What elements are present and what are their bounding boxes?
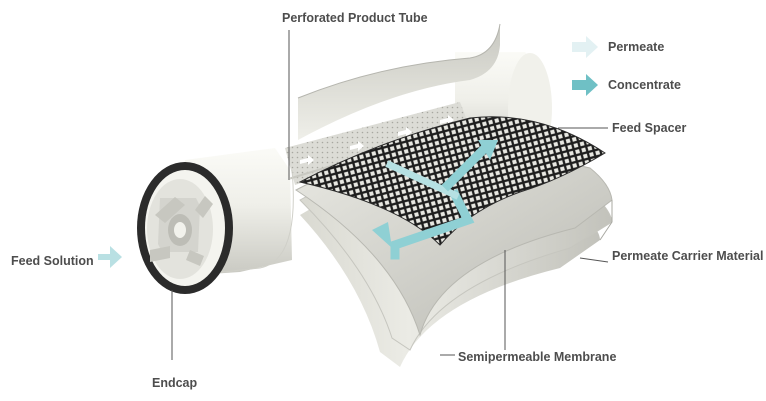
- endcap: [137, 162, 233, 294]
- label-permeate-carrier-material: Permeate Carrier Material: [612, 249, 763, 263]
- concentrate-legend-arrow: [572, 74, 598, 96]
- label-feed-solution: Feed Solution: [11, 254, 94, 268]
- leader-permeate-carrier: [580, 258, 608, 262]
- permeate-legend-arrow: [572, 36, 598, 58]
- feed-solution-arrow: [98, 246, 122, 268]
- label-permeate: Permeate: [608, 40, 664, 54]
- label-feed-spacer: Feed Spacer: [612, 121, 686, 135]
- label-perforated-product-tube: Perforated Product Tube: [282, 11, 428, 25]
- label-concentrate: Concentrate: [608, 78, 681, 92]
- label-semipermeable-membrane: Semipermeable Membrane: [458, 350, 616, 364]
- label-endcap: Endcap: [152, 376, 197, 390]
